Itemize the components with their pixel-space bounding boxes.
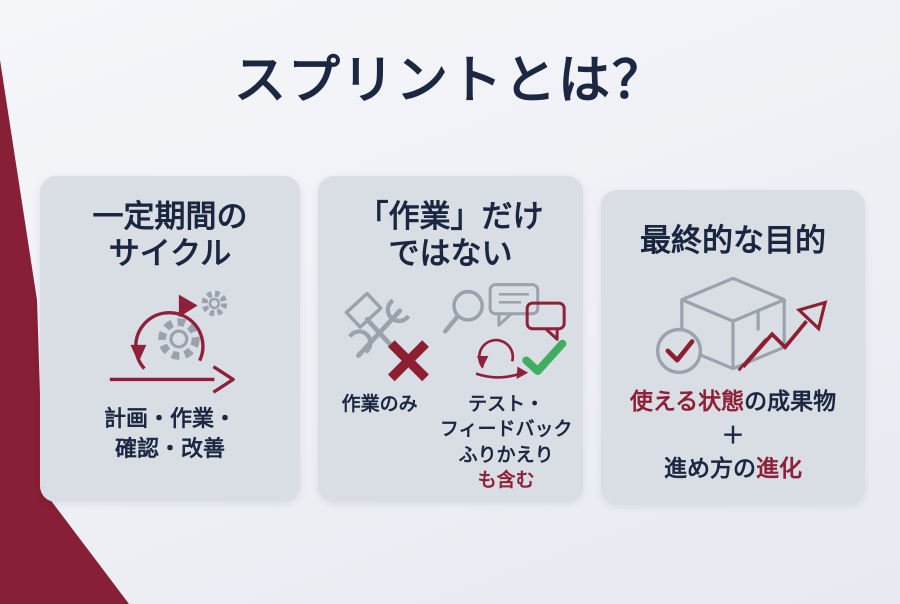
package-growth-icon — [655, 276, 828, 375]
card1-icon-wrap — [40, 274, 300, 402]
card1-body-line1: 計画・作業・ — [103, 406, 236, 432]
card2-columns: 作業のみ — [318, 283, 583, 492]
card3-line3-highlight: 進化 — [756, 454, 802, 481]
card2-heading-line2: ではない — [388, 236, 513, 272]
card2-heading: 「作業」だけ ではない — [324, 198, 577, 272]
card-fixed-period-cycle: 一定期間の サイクル 計画・作業・ 確認・改善 — [40, 176, 300, 502]
card3-heading: 最終的な目的 — [640, 223, 826, 258]
hammer-wrench-icon — [344, 292, 429, 382]
card-final-purpose: 最終的な目的 使える状態の成果物 ＋ 進め — [601, 190, 865, 505]
card3-body: 使える状態の成果物 ＋ 進め方の進化 — [601, 385, 865, 485]
magnifier-feedback-icon — [443, 283, 567, 380]
card-not-only-work: 「作業」だけ ではない — [318, 176, 583, 502]
growth-arrow-icon — [737, 300, 828, 372]
page-title: スプリントとは？ — [233, 52, 666, 110]
check-mark — [665, 339, 695, 363]
card2-left-column: 作業のみ — [324, 284, 435, 492]
card3-line1-highlight: 使える状態 — [629, 388, 745, 415]
card1-body-line2: 確認・改善 — [114, 436, 225, 462]
card2-right-line1: テスト・ — [468, 394, 545, 416]
card1-body: 計画・作業・ 確認・改善 — [40, 404, 300, 463]
card2-left-label: 作業のみ — [341, 394, 418, 416]
card1-heading-line1: 一定期間の — [92, 199, 248, 234]
card1-heading-line2: サイクル — [108, 236, 232, 272]
card2-right-highlight: も含む — [477, 469, 535, 491]
card2-right-icon-wrap — [439, 283, 573, 384]
card3-line1-rest: の成果物 — [744, 388, 837, 415]
card1-heading: 一定期間の サイクル — [46, 198, 294, 272]
card2-heading-line1: 「作業」だけ — [357, 199, 544, 234]
card2-right-line3: ふりかえり — [458, 444, 554, 466]
cross-x-icon — [387, 340, 429, 382]
card3-line1: 使える状態の成果物 — [601, 385, 865, 418]
card3-plus: ＋ — [721, 421, 745, 448]
card2-right-column: テスト・ フィードバック ふりかえり も含む — [435, 283, 577, 492]
check-icon — [522, 340, 567, 376]
card3-icon-wrap — [601, 267, 865, 379]
card3-line3: 進め方の進化 — [601, 452, 865, 485]
card3-line3-prefix: 進め方の — [664, 454, 756, 481]
card2-left-icon-wrap — [324, 284, 436, 384]
sprint-cycle-icon — [109, 291, 235, 395]
card2-right-line2: フィードバック — [439, 419, 573, 441]
card2-right-label: テスト・ フィードバック ふりかえり も含む — [440, 392, 573, 492]
